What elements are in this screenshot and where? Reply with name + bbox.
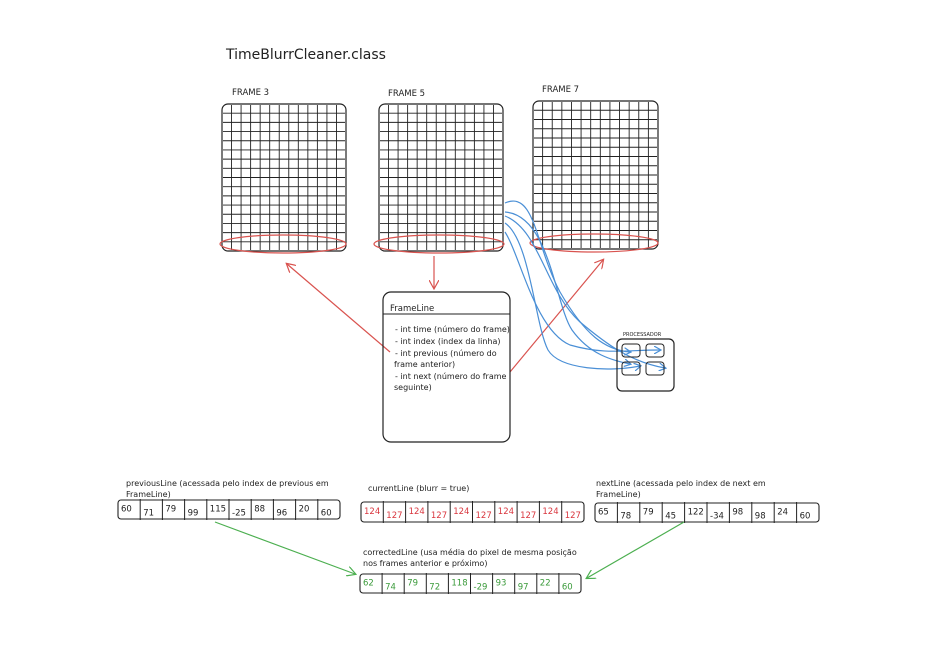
next-line-caption: nextLine (acessada pelo index de next em xyxy=(596,479,766,488)
pixel-value: 88 xyxy=(254,505,265,515)
frame-7-grid xyxy=(532,100,659,250)
next-to-corrected-arrow xyxy=(587,521,685,578)
previous-line-caption: previousLine (acessada pelo index de pre… xyxy=(126,479,329,488)
frameline-fields: - int time (número do frame) - int index… xyxy=(394,325,510,392)
current-line-caption: currentLine (blurr = true) xyxy=(368,484,469,493)
pixel-value: 124 xyxy=(364,507,380,517)
processor-connectors xyxy=(504,200,665,369)
frame-7-row-highlight xyxy=(529,233,659,253)
pixel-value: 127 xyxy=(520,511,536,521)
previous-line-row: 60 71 79 99 115 -25 88 96 20 60 xyxy=(117,499,341,520)
blue-connector xyxy=(504,200,630,352)
pixel-value: 60 xyxy=(121,505,132,515)
pixel-value: 127 xyxy=(565,511,581,521)
pixel-value: 99 xyxy=(188,509,199,519)
pixel-value: 79 xyxy=(165,505,176,515)
next-line-row: 65 78 79 45 122 -34 98 98 24 60 xyxy=(594,502,820,523)
processor-box xyxy=(616,338,675,392)
frameline-field: - int time (número do frame) xyxy=(395,325,510,334)
pixel-value: 78 xyxy=(620,512,631,522)
pixel-value: 71 xyxy=(143,509,154,519)
frameline-field: - int previous (número do xyxy=(395,349,497,358)
next-line-caption: FrameLine) xyxy=(596,490,641,499)
corrected-line-caption: correctedLine (usa média do pixel de mes… xyxy=(363,547,577,557)
pixel-value: 118 xyxy=(451,579,467,589)
frameline-box xyxy=(382,291,511,443)
processor-core xyxy=(621,361,641,376)
pixel-value: 74 xyxy=(385,583,396,593)
frameline-field: frame anterior) xyxy=(394,360,455,369)
frameline-field: - int next (número do frame xyxy=(395,372,507,381)
blue-connector xyxy=(504,222,640,369)
frame-3-row-highlight xyxy=(219,234,347,254)
pixel-value: 60 xyxy=(321,509,332,519)
frameline-title: FrameLine xyxy=(390,304,434,314)
pixel-value: -34 xyxy=(710,512,724,522)
pixel-value: 45 xyxy=(665,512,676,522)
pixel-value: 65 xyxy=(598,508,609,518)
frameline-field: seguinte) xyxy=(394,383,432,392)
previous-frame-arrow xyxy=(287,264,391,353)
pixel-value: 124 xyxy=(542,507,558,517)
pixel-value: 79 xyxy=(643,508,654,518)
diagram-title: TimeBlurrCleaner.class xyxy=(225,47,386,63)
pixel-value: 122 xyxy=(688,508,704,518)
blue-connector xyxy=(504,215,665,368)
next-frame-arrow xyxy=(509,260,603,373)
pixel-value: 124 xyxy=(409,507,425,517)
pixel-value: 72 xyxy=(429,583,440,593)
pixel-value: 96 xyxy=(276,509,287,519)
frame-5-grid xyxy=(378,103,504,252)
frame-5-label: FRAME 5 xyxy=(388,89,425,99)
pixel-value: 98 xyxy=(755,512,766,522)
pixel-value: 24 xyxy=(777,508,788,518)
pixel-value: 22 xyxy=(540,579,551,589)
frame-5-row-highlight xyxy=(373,234,505,254)
frame-3-label: FRAME 3 xyxy=(232,88,269,98)
pixel-value: 127 xyxy=(476,511,492,521)
previous-to-corrected-arrow xyxy=(214,521,355,574)
frame-3-grid xyxy=(221,103,347,252)
grid-border xyxy=(532,100,659,250)
corrected-line-caption: nos frames anterior e próximo) xyxy=(363,558,487,568)
blue-connector xyxy=(504,231,660,351)
pixel-value: 127 xyxy=(386,511,402,521)
processor-core xyxy=(645,361,665,376)
pixel-value: 93 xyxy=(496,579,507,589)
pixel-value: 60 xyxy=(800,512,811,522)
pixel-value: 60 xyxy=(562,583,573,593)
frame-7-label: FRAME 7 xyxy=(542,85,579,95)
pixel-value: -29 xyxy=(474,583,488,593)
pixel-value: -25 xyxy=(232,509,246,519)
pixel-value: 124 xyxy=(453,507,469,517)
frameline-field: - int index (index da linha) xyxy=(395,337,501,346)
current-line-row: 124 127 124 127 124 127 124 127 124 127 xyxy=(360,501,585,523)
pixel-value: 20 xyxy=(299,505,310,515)
processor-core xyxy=(621,343,641,358)
previous-line-caption: FrameLine) xyxy=(126,490,171,499)
pixel-value: 115 xyxy=(210,505,226,515)
pixel-value: 98 xyxy=(732,508,743,518)
pixel-value: 62 xyxy=(363,579,374,589)
grid-border xyxy=(221,103,347,252)
corrected-line-row: 62 74 79 72 118 -29 93 97 22 60 xyxy=(359,573,582,594)
pixel-value: 97 xyxy=(518,583,529,593)
pixel-value: 127 xyxy=(431,511,447,521)
pixel-value: 79 xyxy=(407,579,418,589)
grid-border xyxy=(378,103,504,252)
processor-label: PROCESSADOR xyxy=(623,332,662,338)
processor-core xyxy=(645,343,665,358)
blue-connector xyxy=(504,211,630,364)
pixel-value: 124 xyxy=(498,507,514,517)
